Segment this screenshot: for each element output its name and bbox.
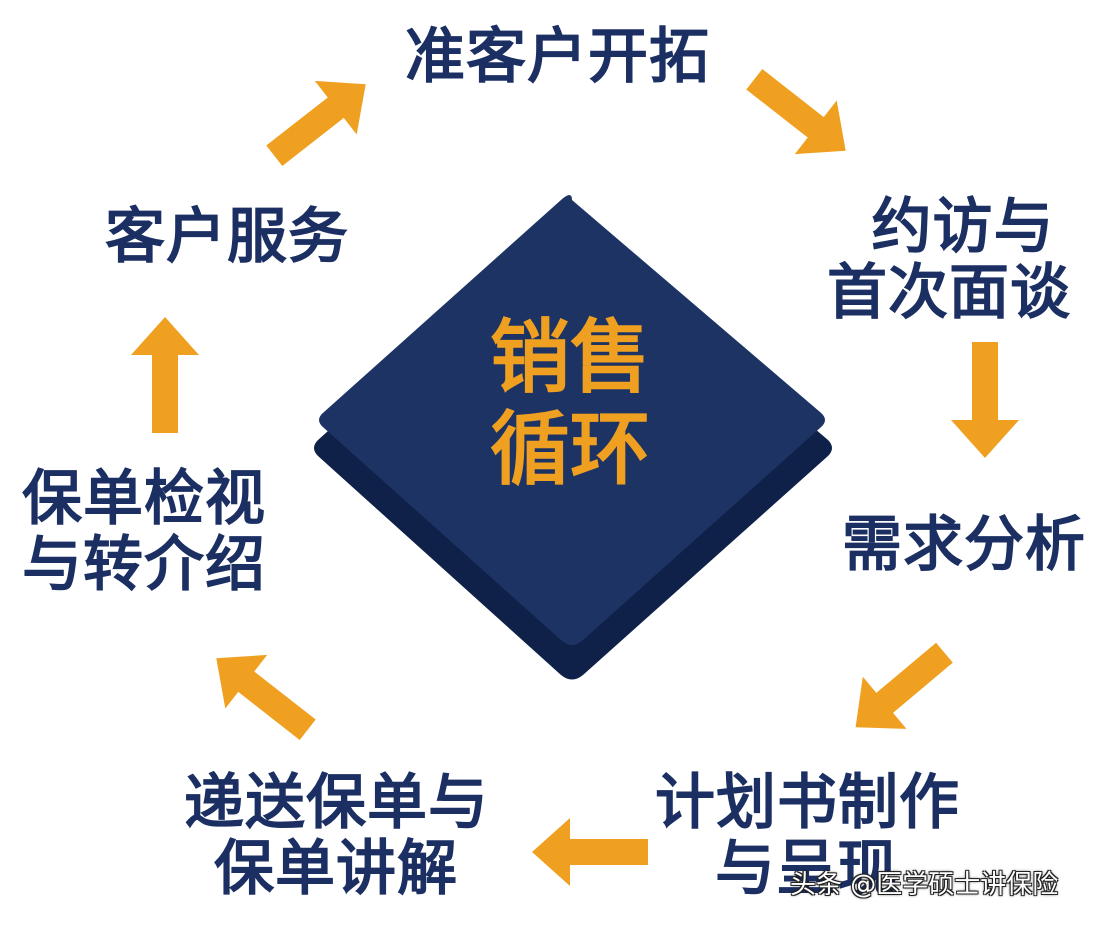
arrow-to-service-icon bbox=[131, 317, 199, 433]
arrow-to-proposal-icon bbox=[833, 626, 967, 754]
center-title-line-2: 循环 bbox=[490, 403, 650, 496]
step-needs-analysis: 需求分析 bbox=[842, 512, 1086, 578]
step-proposal: 计划书制作 与呈现 bbox=[655, 770, 960, 902]
center-diamond bbox=[314, 195, 832, 680]
step-review: 保单检视 与转介绍 bbox=[22, 466, 266, 598]
step-delivery-line-2: 保单讲解 bbox=[214, 834, 458, 904]
step-needs-analysis-text: 需求分析 bbox=[842, 510, 1086, 580]
watermark: 头条 @医学硕士讲保险 bbox=[790, 870, 1059, 900]
center-title: 销售 循环 bbox=[470, 312, 670, 496]
step-proposal-line-1: 计划书制作 bbox=[655, 768, 960, 838]
step-appointment-line-2: 首次面谈 bbox=[827, 258, 1071, 328]
step-service-text: 客户服务 bbox=[105, 202, 349, 272]
arrow-to-needs-analysis-icon bbox=[951, 342, 1019, 458]
step-proposal-line-2: 与呈现 bbox=[715, 834, 898, 904]
step-appointment: 约访与 首次面谈 bbox=[827, 192, 1071, 326]
step-prospecting-text: 准客户开拓 bbox=[405, 22, 710, 92]
step-prospecting: 准客户开拓 bbox=[405, 24, 710, 90]
step-appointment-line-1: 约访与 bbox=[871, 192, 1055, 262]
step-delivery: 递送保单与 保单讲解 bbox=[184, 770, 489, 902]
step-review-line-2: 与转介绍 bbox=[22, 530, 266, 600]
step-service: 客户服务 bbox=[105, 204, 349, 270]
step-review-line-1: 保单检视 bbox=[22, 464, 266, 534]
arrow-to-review-icon bbox=[195, 631, 329, 757]
arrow-to-prospecting-icon bbox=[253, 57, 387, 183]
arrow-to-appointment-icon bbox=[733, 52, 867, 178]
center-title-line-1: 销售 bbox=[490, 311, 650, 404]
step-delivery-line-1: 递送保单与 bbox=[184, 768, 489, 838]
arrow-to-delivery-icon bbox=[532, 818, 648, 886]
